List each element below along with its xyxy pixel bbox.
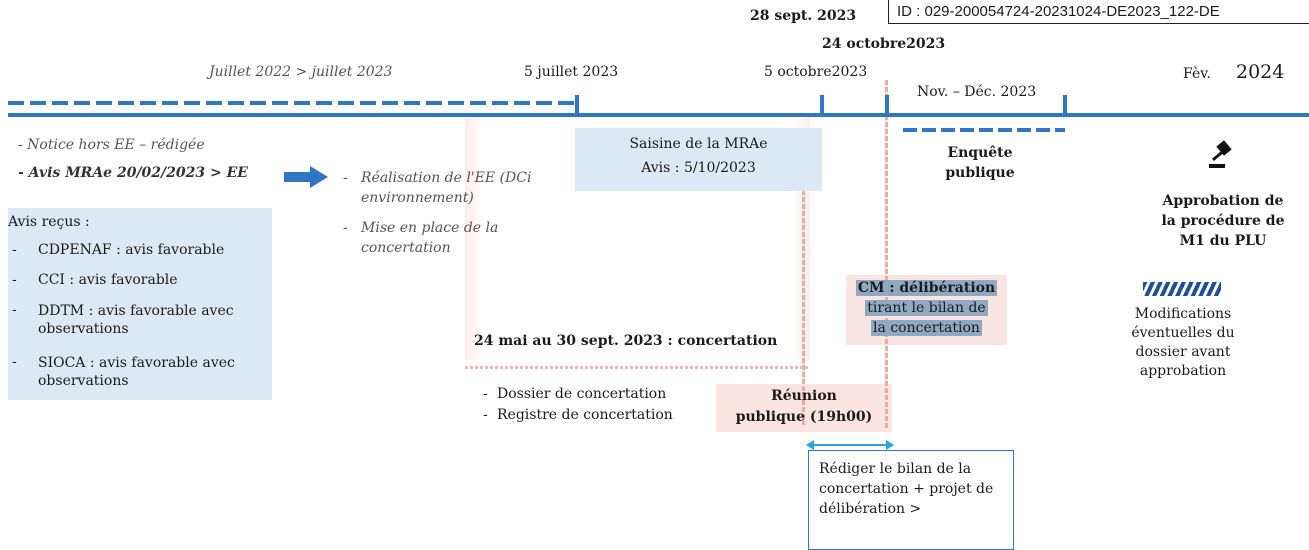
hatched-legend-marker — [1143, 282, 1221, 296]
period-label: Juillet 2022 > juillet 2023 — [209, 64, 393, 80]
mrae-title: Saisine de la MRAe — [629, 136, 768, 152]
tick-5-oct — [820, 95, 824, 117]
date-fev: Fèv. — [1183, 66, 1211, 82]
gavel-icon — [1209, 140, 1232, 168]
date-5-oct: 5 octobre2023 — [764, 64, 868, 80]
double-arrow-icon — [806, 440, 894, 450]
concertation-period-label: 24 mai au 30 sept. 2023 : concertation — [474, 333, 778, 349]
public-meeting: Réunion publique (19h00) — [735, 388, 873, 425]
draft-text: Rédiger le bilan de la concertation + pr… — [819, 461, 994, 517]
date-nov-dec: Nov. – Déc. 2023 — [917, 84, 1037, 100]
date-5-july: 5 juillet 2023 — [524, 64, 619, 80]
enquete-dashed-segment — [903, 128, 1065, 132]
oct-24-marker-line — [885, 80, 888, 430]
received-title: Avis reçus : — [8, 214, 90, 230]
notice-line: - Notice hors EE – rédigée — [18, 137, 205, 153]
tick-5-july — [575, 95, 579, 117]
avis-mrae-line: - Avis MRAe 20/02/2023 > EE — [18, 165, 248, 181]
draft-report-box: Rédiger le bilan de la concertation + pr… — [808, 450, 1014, 550]
date-2024: 2024 — [1236, 61, 1285, 83]
mrae-avis: Avis : 5/10/2023 — [641, 160, 756, 176]
concertation-dotted-line — [465, 366, 810, 369]
timeline-axis — [8, 113, 1309, 117]
arrow-right-icon — [284, 166, 328, 188]
plu-approval: Approbation de la procédure de M1 du PLU — [1161, 193, 1285, 249]
dashed-timeline-segment — [8, 101, 578, 105]
tick-dec — [1063, 95, 1067, 117]
concertation-doc-1: Dossier de concertation — [497, 386, 667, 402]
draft-period-arrow — [812, 444, 888, 446]
concertation-doc-2: Registre de concertation — [497, 407, 673, 423]
tick-24-oct — [885, 95, 889, 117]
public-inquiry: Enquête publique — [945, 145, 1015, 181]
received-opinions-box: Avis reçus : - CDPENAF : avis favorable … — [8, 208, 272, 400]
mrae-referral-box: Saisine de la MRAe Avis : 5/10/2023 — [575, 128, 822, 191]
document-id-stamp: ID : 029-200054724-20231024-DE2023_122-D… — [888, 0, 1309, 24]
date-28-sept: 28 sept. 2023 — [750, 8, 857, 24]
council-deliberation: CM : délibération tirant le bilan de la … — [855, 280, 998, 336]
concertation-doc-dash: - — [483, 407, 488, 423]
concertation-doc-dash: - — [483, 386, 488, 402]
possible-modifications: Modifications éventuelles du dossier ava… — [1131, 306, 1235, 379]
sept-28-marker-line — [802, 190, 805, 425]
date-24-oct: 24 octobre2023 — [822, 36, 946, 52]
